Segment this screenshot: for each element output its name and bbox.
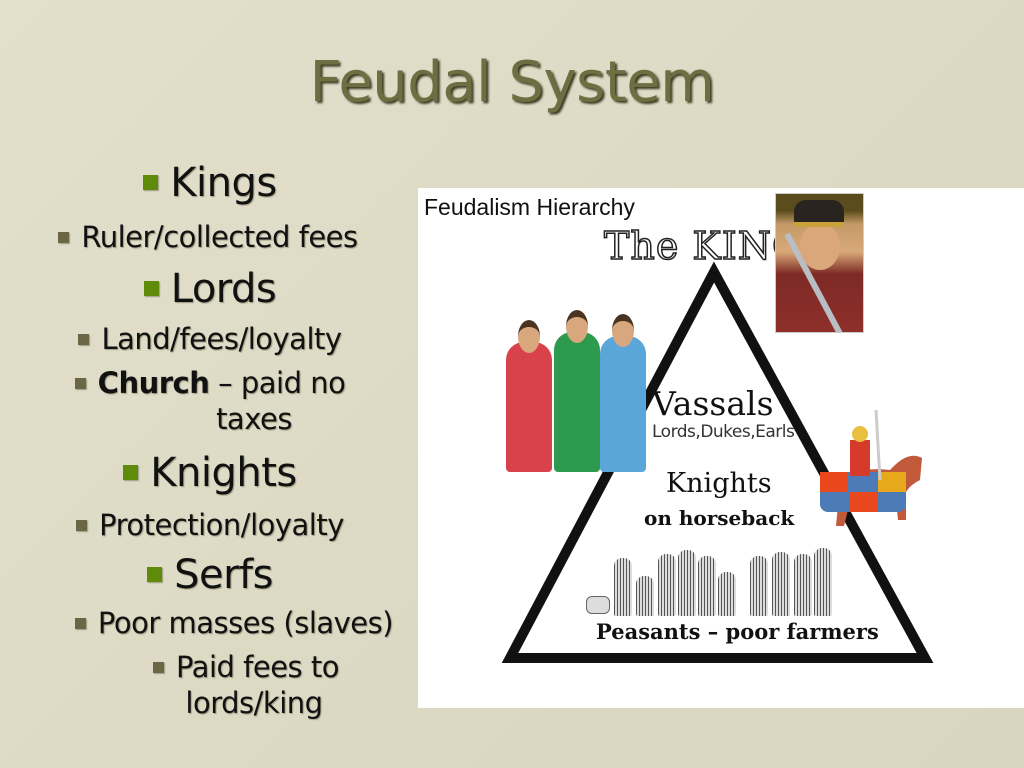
- slide-title: Feudal System: [309, 50, 715, 115]
- bullet-list: Kings Ruler/collected fees Lords Land/fe…: [0, 0, 420, 768]
- tier-vassals-sublabel: Lords,Dukes,Earls: [652, 422, 795, 442]
- peasants-image: [586, 540, 836, 620]
- tier-king-label: The KING: [603, 223, 804, 269]
- bullet-paid-fees: Paid fees to: [36, 650, 456, 684]
- bullet-church-cont: taxes: [216, 402, 292, 436]
- bullet-square-icon: [147, 566, 163, 582]
- tier-knights-sublabel: on horseback: [644, 506, 795, 530]
- bullet-paid-fees-cont: lords/king: [185, 686, 323, 720]
- bullet-lords: Lords: [0, 266, 420, 312]
- bullet-square-icon: [76, 519, 88, 531]
- bullet-poor-masses: Poor masses (slaves): [24, 606, 444, 640]
- bullet-square-icon: [143, 174, 159, 190]
- nobles-image: [502, 304, 650, 482]
- bullet-church: Church – paid no: [0, 366, 420, 400]
- bullet-square-icon: [58, 231, 70, 243]
- bullet-square-icon: [74, 617, 86, 629]
- tier-peasants-label: Peasants – poor farmers: [596, 619, 879, 644]
- bullet-kings: Kings: [0, 160, 420, 206]
- feudalism-hierarchy-diagram: Feudalism Hierarchy The KING Vassals Lor…: [418, 188, 1024, 708]
- knight-on-horse-image: [810, 409, 930, 540]
- tier-knights-label: Knights: [666, 468, 772, 499]
- bullet-square-icon: [153, 661, 164, 673]
- diagram-title: Feudalism Hierarchy: [424, 194, 635, 220]
- king-portrait-image: [775, 193, 864, 333]
- bullet-serfs: Serfs: [0, 552, 420, 598]
- bullet-square-icon: [123, 464, 139, 480]
- bullet-protection: Protection/loyalty: [0, 508, 420, 542]
- tier-vassals-label: Vassals: [652, 384, 774, 423]
- bullet-knights: Knights: [0, 450, 420, 496]
- bullet-land: Land/fees/loyalty: [0, 322, 420, 356]
- bullet-ruler: Ruler/collected fees: [0, 220, 418, 254]
- bullet-square-icon: [74, 377, 86, 389]
- bullet-square-icon: [78, 333, 90, 345]
- bullet-square-icon: [143, 280, 159, 296]
